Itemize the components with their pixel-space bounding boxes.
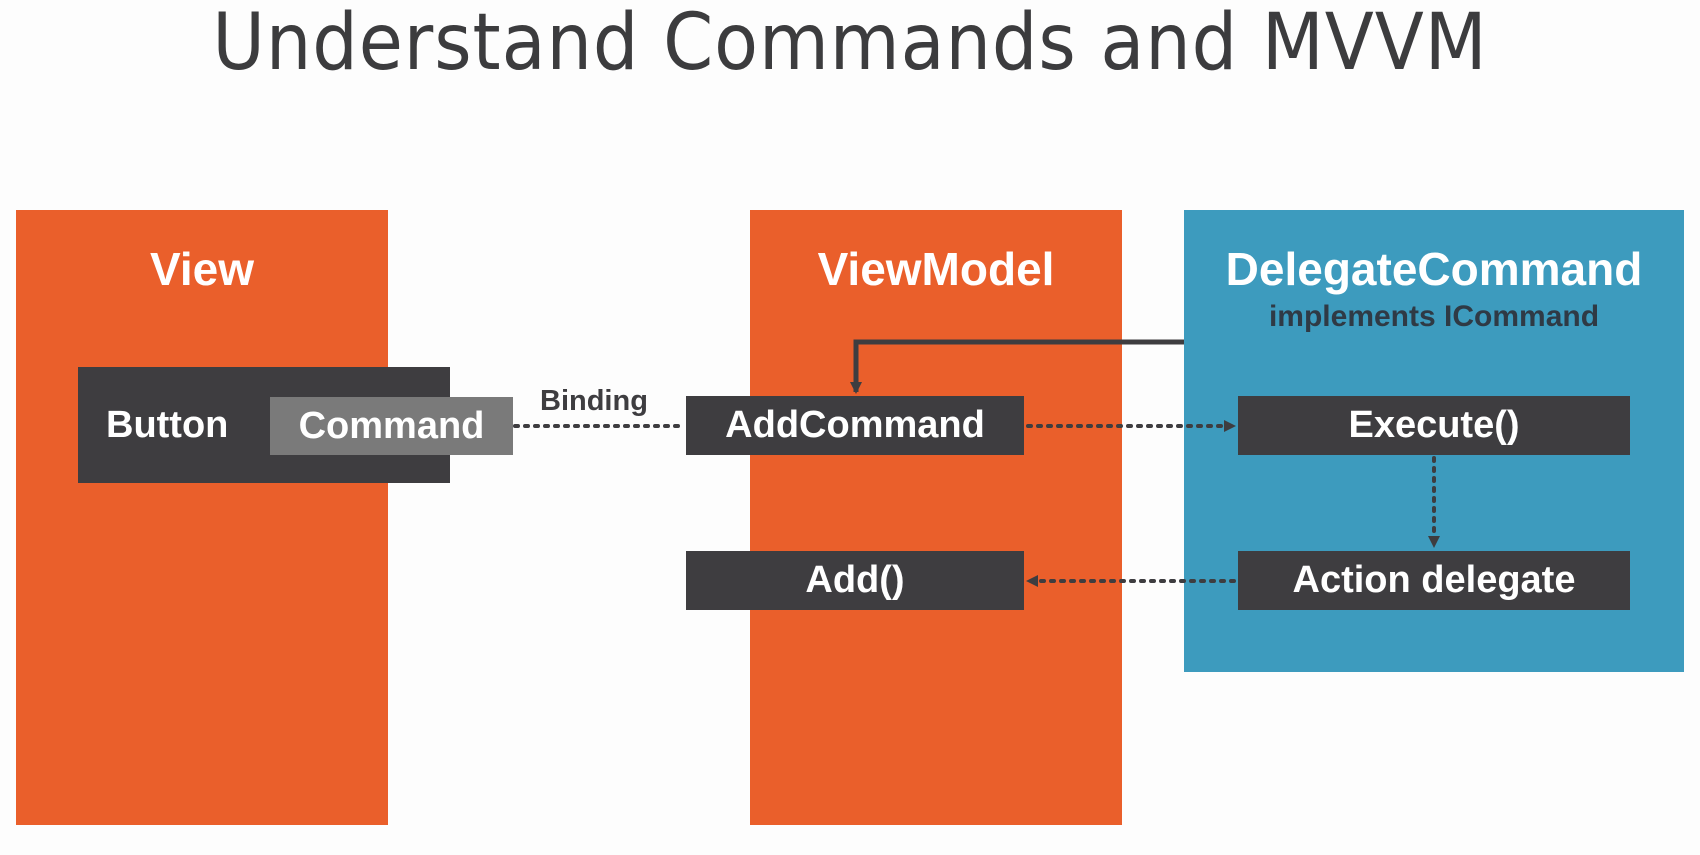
action-delegate-box: Action delegate bbox=[1238, 551, 1630, 610]
add-command-box: AddCommand bbox=[686, 396, 1024, 455]
add-method-label: Add() bbox=[805, 559, 905, 601]
viewmodel-panel: ViewModel bbox=[750, 210, 1122, 825]
command-box: Command bbox=[270, 397, 513, 455]
delegate-command-title: DelegateCommand bbox=[1225, 243, 1643, 295]
view-panel: View bbox=[16, 210, 388, 825]
command-label: Command bbox=[298, 404, 485, 447]
execute-box: Execute() bbox=[1238, 396, 1630, 455]
delegate-to-addcommand-arrow bbox=[850, 339, 1184, 394]
binding-label: Binding bbox=[540, 385, 648, 417]
slide-title: Understand Commands and MVVM bbox=[212, 0, 1488, 88]
button-label: Button bbox=[106, 403, 229, 446]
delegate-command-subtitle: implements ICommand bbox=[1268, 300, 1600, 333]
add-command-label: AddCommand bbox=[725, 404, 985, 446]
execute-label: Execute() bbox=[1348, 404, 1520, 446]
viewmodel-panel-title: ViewModel bbox=[817, 243, 1055, 295]
view-panel-title: View bbox=[150, 243, 254, 295]
action-delegate-label: Action delegate bbox=[1292, 559, 1576, 601]
add-method-box: Add() bbox=[686, 551, 1024, 610]
